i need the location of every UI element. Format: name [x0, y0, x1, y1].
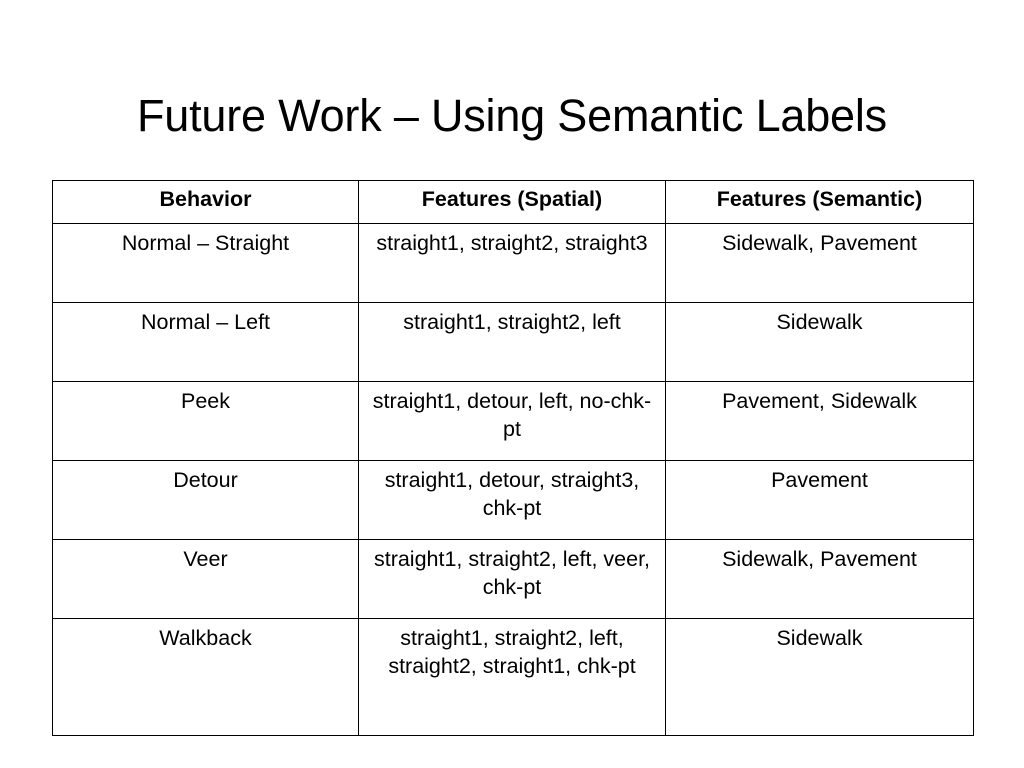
column-header-features-spatial: Features (Spatial) [358, 180, 666, 224]
cell-behavior: Normal – Left [52, 302, 359, 382]
cell-behavior: Normal – Straight [52, 223, 359, 303]
cell-behavior: Walkback [52, 618, 359, 736]
cell-features-semantic: Sidewalk, Pavement [665, 539, 974, 619]
table-header: Behavior Features (Spatial) Features (Se… [52, 180, 974, 224]
table-body: Normal – Straight straight1, straight2, … [52, 223, 974, 736]
cell-behavior: Peek [52, 381, 359, 461]
cell-features-spatial: straight1, straight2, left, veer, chk-pt [358, 539, 666, 619]
cell-features-semantic: Pavement, Sidewalk [665, 381, 974, 461]
table-row: Peek straight1, detour, left, no-chk-pt … [52, 381, 974, 461]
table-row: Normal – Straight straight1, straight2, … [52, 223, 974, 303]
column-header-behavior: Behavior [52, 180, 359, 224]
cell-features-semantic: Pavement [665, 460, 974, 540]
column-header-features-semantic: Features (Semantic) [665, 180, 974, 224]
cell-features-semantic: Sidewalk [665, 302, 974, 382]
cell-features-spatial: straight1, straight2, straight3 [358, 223, 666, 303]
cell-features-spatial: straight1, straight2, left, straight2, s… [358, 618, 666, 736]
cell-features-semantic: Sidewalk [665, 618, 974, 736]
cell-behavior: Veer [52, 539, 359, 619]
cell-features-semantic: Sidewalk, Pavement [665, 223, 974, 303]
cell-features-spatial: straight1, straight2, left [358, 302, 666, 382]
behavior-features-table: Behavior Features (Spatial) Features (Se… [52, 180, 974, 736]
table-row: Normal – Left straight1, straight2, left… [52, 302, 974, 382]
cell-features-spatial: straight1, detour, straight3, chk-pt [358, 460, 666, 540]
table-row: Detour straight1, detour, straight3, chk… [52, 460, 974, 540]
behavior-features-table-wrapper: Behavior Features (Spatial) Features (Se… [52, 180, 974, 736]
page-title: Future Work – Using Semantic Labels [136, 90, 887, 142]
table-header-row: Behavior Features (Spatial) Features (Se… [52, 180, 974, 224]
cell-features-spatial: straight1, detour, left, no-chk-pt [358, 381, 666, 461]
cell-behavior: Detour [52, 460, 359, 540]
table-row: Walkback straight1, straight2, left, str… [52, 618, 974, 736]
table-row: Veer straight1, straight2, left, veer, c… [52, 539, 974, 619]
